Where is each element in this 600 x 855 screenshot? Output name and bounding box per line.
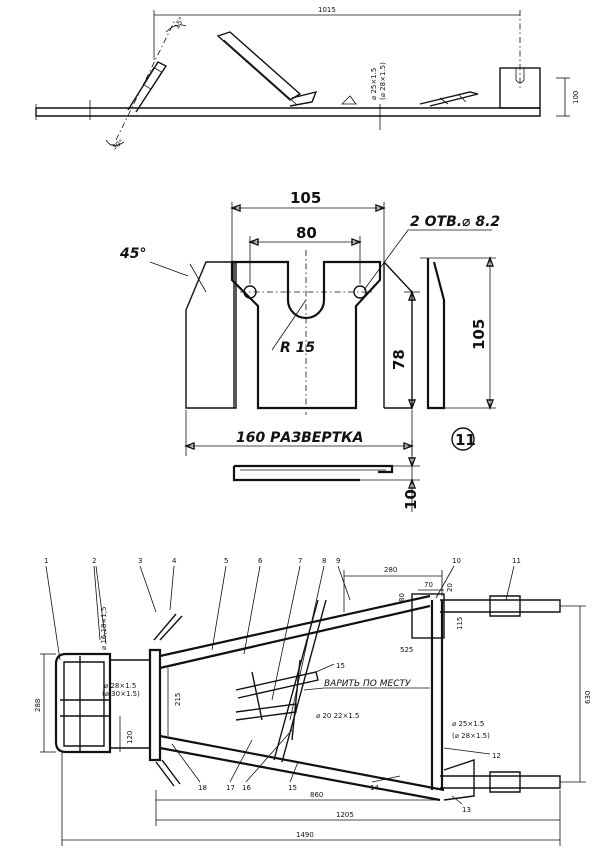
dim-860: 860 xyxy=(310,791,323,799)
callout-17: 17 xyxy=(226,784,235,792)
side-tube-note-2: (⌀ 28×1.5) xyxy=(379,62,387,100)
callout-4: 4 xyxy=(172,557,177,565)
dim-115: 115 xyxy=(456,617,464,630)
dim-bracket-78: 78 xyxy=(390,349,408,370)
radius-r15: R 15 xyxy=(280,340,315,356)
dim-630: 630 xyxy=(584,691,592,704)
dim-bracket-side-105: 105 xyxy=(470,319,488,350)
callout-7: 7 xyxy=(298,557,302,565)
holes-note: 2 ОТВ.⌀ 8.2 xyxy=(410,214,500,230)
callout-3: 3 xyxy=(138,557,142,565)
dim-flange-10: 10 xyxy=(402,489,420,510)
dim-120: 120 xyxy=(126,731,134,744)
callout-18: 18 xyxy=(198,784,207,792)
callout-16: 16 xyxy=(242,784,251,792)
callout-8: 8 xyxy=(322,557,326,565)
callout-10: 10 xyxy=(452,557,461,565)
callout-15: 15 xyxy=(288,784,297,792)
dim-288: 288 xyxy=(34,699,42,712)
side-view-rail xyxy=(35,107,541,117)
dim-bracket-105: 105 xyxy=(290,189,321,207)
bracket-front-face xyxy=(230,260,382,410)
dim-bracket-80: 80 xyxy=(296,224,317,242)
side-view-seat-tube xyxy=(216,31,302,101)
bracket-detail: 105 80 2 ОТВ.⌀ 8.2 45° R 15 78 105 16 xyxy=(119,189,500,512)
angle-15: 15° xyxy=(173,16,186,31)
callout-1: 1 xyxy=(44,557,48,565)
front-cross-tube xyxy=(148,648,162,762)
dim-80: 80 xyxy=(398,593,406,602)
dim-20: 20 xyxy=(446,583,454,592)
rear-bracket-top xyxy=(411,593,445,639)
callout-13: 13 xyxy=(462,806,471,814)
left-main-rail xyxy=(159,594,431,670)
tube-cross-note: ⌀ 20 22×1.5 xyxy=(316,712,359,720)
right-main-rail xyxy=(159,734,445,802)
callout-9: 9 xyxy=(336,557,340,565)
tube-rear-note-2: (⌀ 28×1.5) xyxy=(452,732,490,740)
dim-280-top: 280 xyxy=(384,566,397,574)
tube-main-note-2: (⌀ 30×1.5) xyxy=(102,690,140,698)
side-tube-note-1: ⌀ 25×1.5 xyxy=(370,68,378,100)
dim-525: 525 xyxy=(400,646,413,654)
development-label: 160 РАЗВЕРТКА xyxy=(236,430,363,446)
callout-15-upper: 15 xyxy=(336,662,345,670)
callout-2: 2 xyxy=(92,557,96,565)
callout-11: 11 xyxy=(512,557,521,565)
callout-6: 6 xyxy=(258,557,263,565)
callout-5: 5 xyxy=(224,557,228,565)
part-number: 11 xyxy=(455,431,476,449)
dim-side-100: 100 xyxy=(572,91,580,104)
callout-12: 12 xyxy=(492,752,501,760)
rear-axle-tube xyxy=(430,600,444,790)
frame-plan-view: 280 70 20 80 115 525 630 288 215 120 860… xyxy=(34,557,592,846)
bracket-development-outline xyxy=(185,261,237,409)
part-number-circle xyxy=(451,427,475,451)
callout-14: 14 xyxy=(370,784,379,792)
tube-main-note-1: ⌀ 28×1.5 xyxy=(104,682,136,690)
bracket-flange-section xyxy=(232,464,394,482)
dim-215: 215 xyxy=(174,693,182,706)
dim-1205: 1205 xyxy=(336,811,354,819)
dim-1490: 1490 xyxy=(296,831,314,839)
side-view: 1015 15° 30° ⌀ 25×1.5 (⌀ 28×1.5) 100 xyxy=(35,6,580,152)
dim-1015: 1015 xyxy=(318,6,336,14)
dim-70: 70 xyxy=(424,581,433,589)
weld-note: ВАРИТЬ ПО МЕСТУ xyxy=(324,679,411,689)
bracket-side-profile xyxy=(426,258,446,410)
front-bumper xyxy=(54,652,112,754)
tube-rear-note-1: ⌀ 25×1.5 xyxy=(452,720,484,728)
angle-45: 45° xyxy=(119,246,146,262)
